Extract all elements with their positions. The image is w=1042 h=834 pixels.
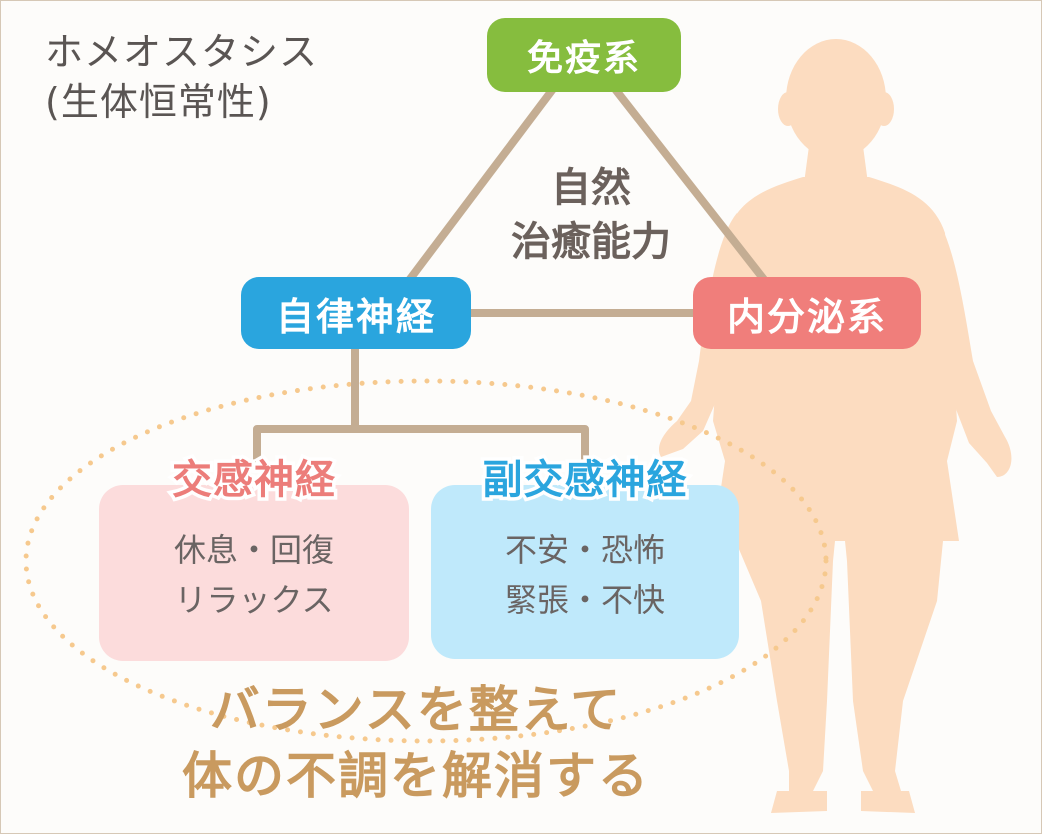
title-line-1: ホメオスタシス <box>45 30 319 74</box>
footer-message: バランスを整えて 体の不調を解消する <box>121 677 711 809</box>
parasympathetic-box <box>431 485 739 659</box>
parasympathetic-line-1: 不安・恐怖 <box>504 531 665 569</box>
center-line-1: 自然 <box>551 165 631 211</box>
center-label: 自然 治癒能力 <box>471 161 711 269</box>
title-line-2: (生体恒常性) <box>45 80 272 124</box>
node-autonomic-nerves: 自律神経 <box>241 277 471 349</box>
sympathetic-line-1: 休息・回復 <box>173 531 334 569</box>
diagram-title: ホメオスタシス (生体恒常性) <box>45 27 318 127</box>
parasympathetic-title: 副交感神経 <box>479 454 690 507</box>
body-head <box>786 39 886 159</box>
sympathetic-title: 交感神経 <box>169 454 339 507</box>
node-immune-system: 免疫系 <box>487 18 681 92</box>
footer-line-2: 体の不調を解消する <box>182 747 650 805</box>
sympathetic-body: 休息・回復 リラックス <box>99 525 409 625</box>
parasympathetic-line-2: 緊張・不快 <box>504 581 665 619</box>
node-endocrine-system: 内分泌系 <box>693 277 921 349</box>
connector-branch <box>253 425 589 463</box>
sympathetic-line-2: リラックス <box>174 581 334 619</box>
connector-immune-endocrine <box>611 86 777 294</box>
connector-immune-autonomic <box>397 86 557 294</box>
footer-line-1: バランスを整えて <box>209 681 623 739</box>
center-line-2: 治癒能力 <box>511 219 671 265</box>
sympathetic-box <box>99 485 409 661</box>
parasympathetic-body: 不安・恐怖 緊張・不快 <box>431 525 739 625</box>
